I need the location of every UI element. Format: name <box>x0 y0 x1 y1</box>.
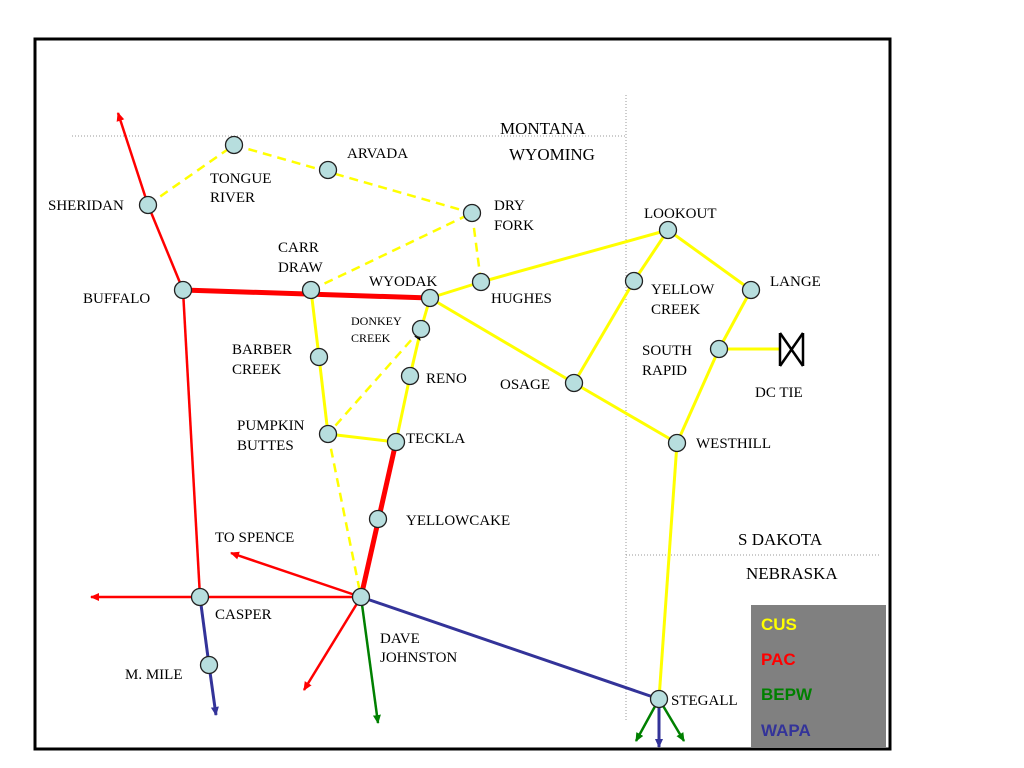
cus-dashed-lines <box>147 143 483 598</box>
node-lange[interactable] <box>741 280 761 300</box>
node-stegall[interactable] <box>649 689 669 709</box>
node-donkey-creek[interactable] <box>411 319 431 339</box>
node-tongue-river[interactable] <box>224 135 244 155</box>
node-lookout[interactable] <box>658 220 678 240</box>
line-dave-south <box>359 596 381 724</box>
label-wyodak: WYODAK <box>369 274 437 290</box>
legend-box <box>751 605 886 747</box>
legend-wapa: WAPA <box>761 721 811 740</box>
node-westhill[interactable] <box>667 433 687 453</box>
dc-tie-symbol <box>778 332 805 367</box>
line-dave-tospence <box>230 551 362 599</box>
line-buffalo-casper <box>181 289 202 598</box>
label-to-spence: TO SPENCE <box>215 530 294 546</box>
label-osage: OSAGE <box>500 377 550 393</box>
region-wyoming: WYOMING <box>509 145 595 164</box>
label-teckla: TECKLA <box>406 431 465 447</box>
node-hughes[interactable] <box>471 272 491 292</box>
label-lange: LANGE <box>770 274 821 290</box>
node-yellow-creek[interactable] <box>624 271 644 291</box>
node-yellowcake[interactable] <box>368 509 388 529</box>
node-casper[interactable] <box>190 587 210 607</box>
label-stegall: STEGALL <box>671 693 738 709</box>
region-s-dakota: S DAKOTA <box>738 530 823 549</box>
node-osage[interactable] <box>564 373 584 393</box>
line-barber-pumpkin <box>317 356 330 435</box>
line-pumpkin-teckla <box>327 432 397 444</box>
node-reno[interactable] <box>400 366 420 386</box>
region-montana: MONTANA <box>500 119 586 138</box>
line-lookout-lange <box>667 228 752 292</box>
line-dave-stegall <box>360 595 660 701</box>
line-casper-mmile <box>198 596 211 666</box>
node-dave-johnston[interactable] <box>351 587 371 607</box>
line-yellowcreek-lookout <box>632 229 670 282</box>
line-donkey-pumpkin <box>327 328 422 435</box>
node-barber-creek[interactable] <box>309 347 329 367</box>
node-arvada[interactable] <box>318 160 338 180</box>
line-carrdraw-barber <box>309 289 321 358</box>
label-lookout: LOOKOUT <box>644 206 717 222</box>
line-osage-westhill <box>573 381 678 445</box>
node-wyodak[interactable] <box>420 288 440 308</box>
label-hughes: HUGHES <box>491 291 552 307</box>
line-buffalo-sheridan <box>146 204 185 291</box>
line-westhill-stegall <box>657 442 679 700</box>
line-lange-southrapid <box>717 289 753 350</box>
line-tongue-dryfork <box>233 143 473 215</box>
line-sheridan-north <box>116 112 150 206</box>
region-nebraska: NEBRASKA <box>746 564 838 583</box>
label-yellowcake: YELLOWCAKE <box>406 513 510 529</box>
line-dryfork-hughes <box>470 212 483 283</box>
line-pumpkin-dave <box>326 433 363 598</box>
node-teckla[interactable] <box>386 432 406 452</box>
node-south-rapid[interactable] <box>709 339 729 359</box>
label-m-mile: M. MILE <box>125 667 183 683</box>
label-buffalo: BUFFALO <box>83 291 150 307</box>
node-sheridan[interactable] <box>138 195 158 215</box>
label-sheridan: SHERIDAN <box>48 198 124 214</box>
label-casper: CASPER <box>215 607 272 623</box>
node-dry-fork[interactable] <box>462 203 482 223</box>
legend: CUS PAC BEPW WAPA <box>751 605 886 747</box>
label-dc-tie: DC TIE <box>755 385 803 401</box>
label-arvada: ARVADA <box>347 146 408 162</box>
label-reno: RENO <box>426 371 467 387</box>
station-nodes <box>138 135 761 709</box>
line-sheridan-tongue <box>147 143 235 207</box>
line-teckla-reno <box>394 375 412 443</box>
legend-cus: CUS <box>761 615 797 634</box>
line-hughes-lookout <box>480 228 669 284</box>
label-westhill: WESTHILL <box>696 436 771 452</box>
line-osage-yellowcreek <box>572 280 636 384</box>
legend-pac: PAC <box>761 650 796 669</box>
node-carr-draw[interactable] <box>301 280 321 300</box>
legend-bepw: BEPW <box>761 685 813 704</box>
node-pumpkin-buttes[interactable] <box>318 424 338 444</box>
node-buffalo[interactable] <box>173 280 193 300</box>
line-southrapid-westhill <box>675 348 721 444</box>
line-wyodak-osage <box>429 296 575 385</box>
node-m-mile[interactable] <box>199 655 219 675</box>
line-dave-southwest <box>302 596 363 691</box>
